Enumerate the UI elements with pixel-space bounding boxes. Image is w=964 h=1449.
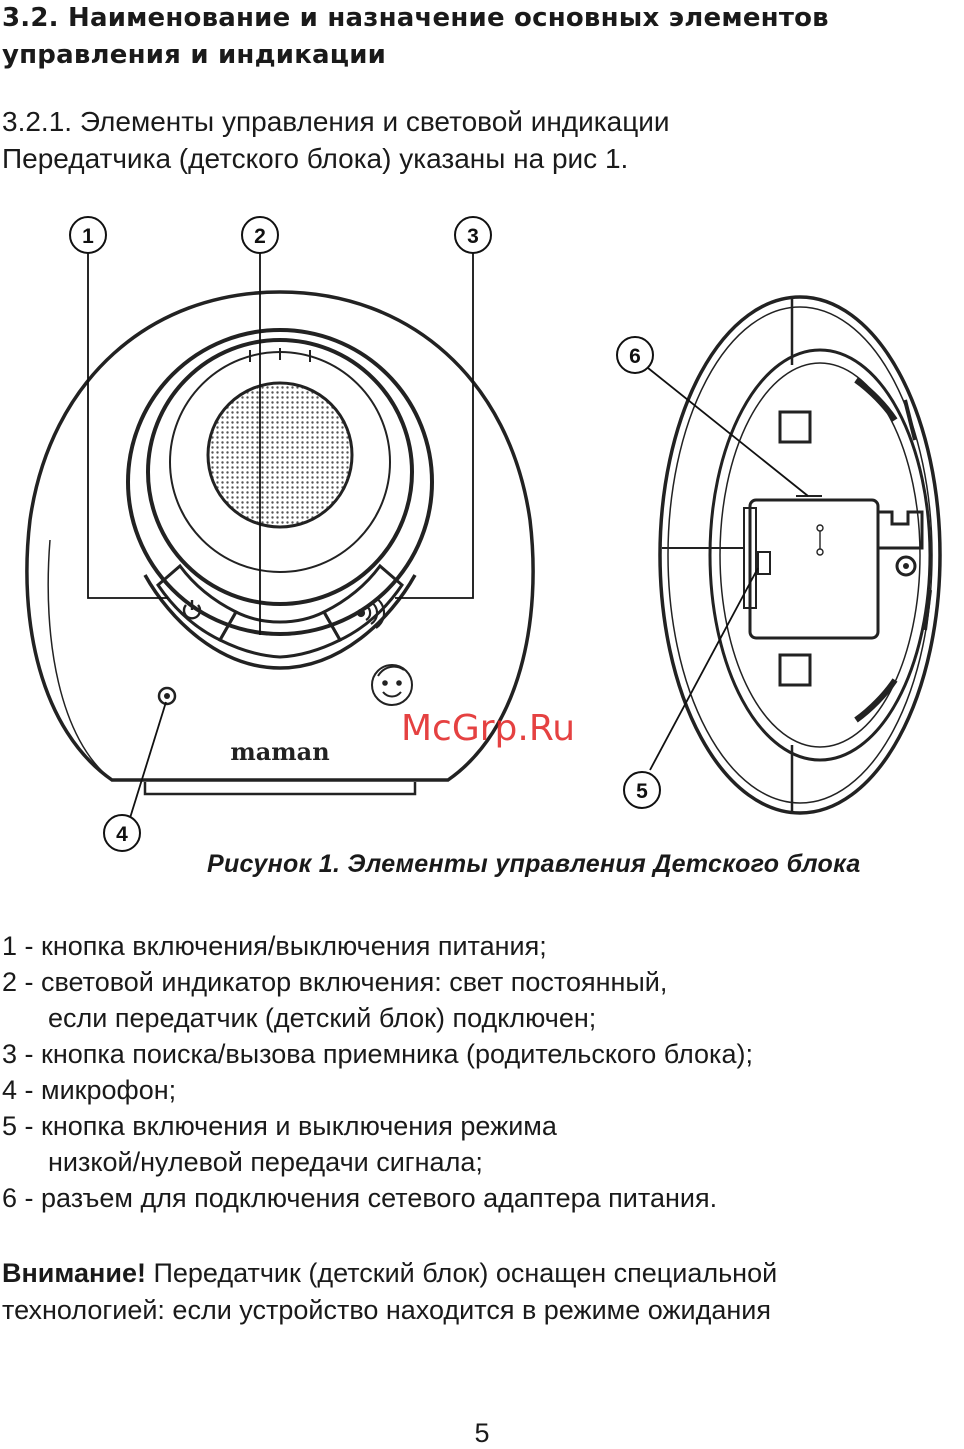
legend-item-2: 2 - световой индикатор включения: свет п… (2, 964, 952, 1036)
legend-item-2-continuation: если передатчик (детский блок) подключен… (48, 1003, 597, 1033)
callout-3: 3 (454, 216, 492, 254)
front-body-outline (25, 290, 535, 782)
legend-item-3-text: 3 - кнопка поиска/вызова приемника (роди… (2, 1039, 753, 1069)
smiley-face-icon (371, 664, 413, 706)
low-signal-switch (757, 551, 771, 575)
warning-line-2: технологией: если устройство находится в… (2, 1295, 771, 1325)
watermark: McGrp.Ru (401, 708, 575, 749)
leader-lines (87, 253, 809, 819)
callout-1: 1 (69, 216, 107, 254)
call-button-segment (321, 563, 404, 642)
back-bottom-latch (778, 653, 812, 687)
callout-6-label: 6 (629, 345, 641, 368)
power-icon (182, 600, 202, 620)
callout-2: 2 (241, 216, 279, 254)
legend-item-5-continuation: низкой/нулевой передачи сигнала; (48, 1147, 483, 1177)
intro-line-2: Передатчика (детского блока) указаны на … (2, 143, 629, 174)
speaker-grille (206, 381, 354, 529)
legend-item-1: 1 - кнопка включения/выключения питания; (2, 928, 952, 964)
figure-baby-unit-diagram: maman (25, 216, 942, 852)
page-number: 5 (474, 1418, 490, 1448)
callout-5-label: 5 (636, 780, 648, 803)
legend-item-6-text: 6 - разъем для подключения сетевого адап… (2, 1183, 718, 1213)
section-heading: 3.2. Наименование и назначение основных … (2, 0, 952, 74)
callout-1-label: 1 (82, 225, 94, 248)
battery-compartment (748, 498, 880, 640)
figure-caption: Рисунок 1. Элементы управления Детского … (207, 850, 861, 878)
legend-item-1-text: 1 - кнопка включения/выключения питания; (2, 931, 547, 961)
front-view (25, 290, 535, 796)
legend-item-6: 6 - разъем для подключения сетевого адап… (2, 1180, 952, 1216)
dc-jack-pin (903, 563, 909, 569)
legend-item-4: 4 - микрофон; (2, 1072, 952, 1108)
legend-item-5-text: 5 - кнопка включения и выключения режима (2, 1111, 557, 1141)
brand-logo: maman (230, 737, 329, 766)
legend-item-4-text: 4 - микрофон; (2, 1075, 177, 1105)
back-outer-shell (658, 295, 942, 815)
front-outer-ring (126, 328, 434, 636)
legend-list: 1 - кнопка включения/выключения питания;… (2, 928, 952, 1216)
callout-3-label: 3 (467, 225, 479, 248)
intro-line-1: 3.2.1. Элементы управления и световой ин… (2, 106, 670, 137)
back-top-latch (778, 410, 812, 444)
warning-line-1: Внимание! Передатчик (детский блок) осна… (2, 1255, 960, 1292)
warning-text-1: Передатчик (детский блок) оснащен специа… (145, 1258, 778, 1288)
legend-item-5: 5 - кнопка включения и выключения режима… (2, 1108, 952, 1180)
microphone-hole-icon (157, 686, 177, 706)
front-base (112, 778, 448, 796)
section-heading-line-1: 3.2. Наименование и назначение основных … (2, 3, 829, 33)
polarity-mark (816, 524, 824, 556)
callout-4-label: 4 (116, 823, 128, 846)
legend-item-3: 3 - кнопка поиска/вызова приемника (роди… (2, 1036, 952, 1072)
callout-5: 5 (623, 771, 661, 809)
section-heading-line-2: управления и индикации (2, 40, 387, 70)
warning-paragraph: Внимание! Передатчик (детский блок) осна… (2, 1255, 960, 1329)
intro-paragraph: 3.2.1. Элементы управления и световой ин… (2, 103, 952, 177)
back-view (658, 295, 942, 815)
callout-4: 4 (103, 814, 141, 852)
callout-2-label: 2 (254, 225, 266, 248)
call-waves-icon (356, 597, 386, 629)
back-inner-panel (708, 348, 932, 762)
callout-6: 6 (616, 336, 654, 374)
warning-label: Внимание! (2, 1258, 146, 1288)
legend-item-2-text: 2 - световой индикатор включения: свет п… (2, 967, 668, 997)
